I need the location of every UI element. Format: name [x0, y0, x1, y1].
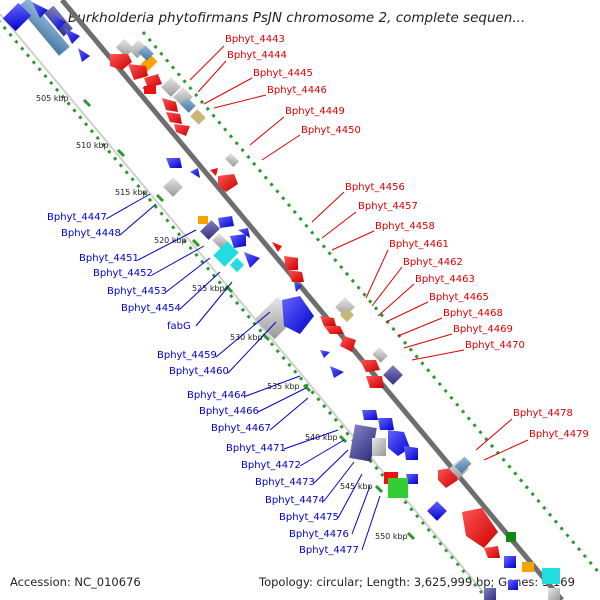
gene-label[interactable]: Bphyt_4445	[253, 68, 313, 79]
gene-label[interactable]: Bphyt_4443	[225, 34, 285, 45]
genome-backbone	[0, 0, 564, 600]
kbp-label: 550 kbp	[375, 532, 408, 541]
kbp-label: 515 kbp	[115, 188, 148, 197]
map-title: Burkholderia phytofirmans PsJN chromosom…	[68, 10, 525, 26]
gene-label[interactable]: Bphyt_4449	[285, 106, 345, 117]
gene-label[interactable]: Bphyt_4463	[415, 274, 475, 285]
gene-label[interactable]: Bphyt_4478	[513, 408, 573, 419]
gene-label[interactable]: Bphyt_4473	[255, 477, 315, 488]
red-leader-lines	[189, 45, 529, 461]
blue-gene-labels: Bphyt_4447 Bphyt_4448 Bphyt_4451 Bphyt_4…	[47, 212, 359, 556]
gene-label[interactable]: Bphyt_4446	[267, 85, 327, 96]
gene-label[interactable]: Bphyt_4454	[121, 303, 181, 314]
gene-label[interactable]: Bphyt_4475	[279, 512, 339, 523]
gene-label[interactable]: Bphyt_4467	[211, 423, 271, 434]
gene-label[interactable]: Bphyt_4448	[61, 228, 121, 239]
gene-label[interactable]: Bphyt_4479	[529, 429, 589, 440]
kbp-label: 525 kbp	[192, 284, 225, 293]
gene-label[interactable]: Bphyt_4468	[443, 308, 503, 319]
topology-text: Topology: circular; Length: 3,625,999 bp…	[258, 575, 575, 589]
gene-label[interactable]: fabG	[167, 321, 191, 332]
gene-label[interactable]: Bphyt_4444	[227, 50, 287, 61]
gene-label[interactable]: Bphyt_4470	[465, 340, 525, 351]
gene-label[interactable]: Bphyt_4472	[241, 460, 301, 471]
kbp-label: 530 kbp	[230, 333, 263, 342]
kbp-label: 545 kbp	[340, 482, 373, 491]
gene-label[interactable]: Bphyt_4469	[453, 324, 513, 335]
gene-label[interactable]: Bphyt_4456	[345, 182, 405, 193]
gene-label[interactable]: Bphyt_4476	[289, 529, 349, 540]
kbp-labels: 505 kbp 510 kbp 515 kbp 520 kbp 525 kbp …	[36, 94, 408, 541]
gene-label[interactable]: Bphyt_4474	[265, 495, 325, 506]
gene-label[interactable]: Bphyt_4464	[187, 390, 247, 401]
kbp-label: 535 kbp	[267, 382, 300, 391]
gene-label[interactable]: Bphyt_4452	[93, 268, 153, 279]
gene-label[interactable]: Bphyt_4465	[429, 292, 489, 303]
gene-label[interactable]: Bphyt_4451	[79, 253, 139, 264]
gene-label[interactable]: Bphyt_4458	[375, 221, 435, 232]
accession-text: Accession: NC_010676	[10, 575, 141, 589]
gene-label[interactable]: Bphyt_4450	[301, 125, 361, 136]
gene-features	[2, 0, 560, 600]
kbp-ticks	[82, 98, 416, 541]
cog-ring-dots	[0, 20, 600, 600]
gene-label[interactable]: Bphyt_4459	[157, 350, 217, 361]
gene-label[interactable]: Bphyt_4466	[199, 406, 259, 417]
gene-label[interactable]: Bphyt_4447	[47, 212, 107, 223]
red-gene-labels: Bphyt_4443 Bphyt_4444 Bphyt_4445 Bphyt_4…	[225, 34, 589, 440]
kbp-label: 510 kbp	[76, 141, 109, 150]
gene-label[interactable]: Bphyt_4471	[226, 443, 286, 454]
gene-label[interactable]: Bphyt_4477	[299, 545, 359, 556]
kbp-label: 505 kbp	[36, 94, 69, 103]
gene-label[interactable]: Bphyt_4461	[389, 239, 449, 250]
gene-label[interactable]: Bphyt_4462	[403, 257, 463, 268]
gene-label[interactable]: Bphyt_4457	[358, 201, 418, 212]
kbp-label: 520 kbp	[154, 236, 187, 245]
gene-label[interactable]: Bphyt_4460	[169, 366, 229, 377]
blue-leader-lines	[105, 193, 381, 551]
gene-label[interactable]: Bphyt_4453	[107, 286, 167, 297]
kbp-label: 540 kbp	[305, 433, 338, 442]
